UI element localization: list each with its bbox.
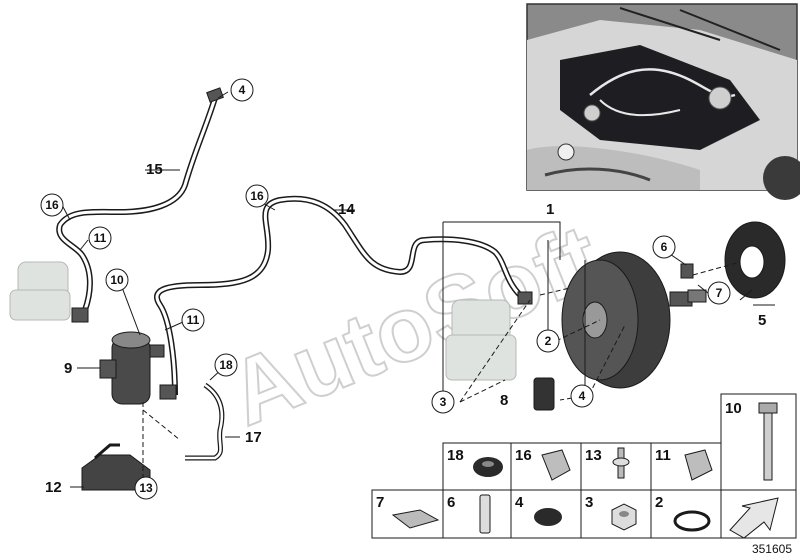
callout-11-left: 11 bbox=[88, 226, 112, 250]
vacuum-pump-9 bbox=[99, 331, 177, 405]
vehicle-location-photo bbox=[526, 3, 800, 200]
ghost-pump-left bbox=[9, 261, 71, 321]
callout-15: 15 bbox=[146, 161, 163, 178]
gasket-5 bbox=[724, 221, 786, 299]
svg-text:7: 7 bbox=[376, 494, 384, 511]
callout-4-top: 4 bbox=[230, 78, 254, 102]
diagram-number: 351605 bbox=[752, 542, 792, 556]
callout-9: 9 bbox=[64, 360, 72, 377]
svg-text:18: 18 bbox=[447, 447, 464, 464]
grid-cell-7: 7 bbox=[371, 489, 444, 539]
svg-text:16: 16 bbox=[250, 189, 264, 203]
svg-text:3: 3 bbox=[440, 395, 447, 409]
callout-13: 13 bbox=[134, 476, 158, 500]
callout-6: 6 bbox=[652, 235, 676, 259]
callout-17: 17 bbox=[245, 429, 262, 446]
svg-text:11: 11 bbox=[94, 231, 107, 245]
ghost-pump-right bbox=[445, 299, 517, 381]
callout-5: 5 bbox=[758, 312, 766, 329]
svg-text:6: 6 bbox=[661, 240, 668, 254]
vacuum-hose-14 bbox=[154, 195, 533, 396]
callout-10: 10 bbox=[105, 268, 129, 292]
svg-text:7: 7 bbox=[716, 286, 723, 300]
callout-8: 8 bbox=[500, 392, 508, 409]
grid-cell-11: 11 bbox=[650, 442, 722, 491]
callout-11-mid: 11 bbox=[181, 308, 205, 332]
svg-text:3: 3 bbox=[585, 494, 593, 511]
callout-circles: 4 16 11 10 16 11 18 13 6 7 2 3 4 bbox=[40, 78, 731, 500]
grid-cell-16: 16 bbox=[510, 442, 582, 491]
svg-text:16: 16 bbox=[45, 198, 59, 212]
pressure-sensor-8 bbox=[533, 377, 555, 411]
svg-text:10: 10 bbox=[110, 273, 124, 287]
svg-text:2: 2 bbox=[655, 494, 663, 511]
grid-cell-6: 6 bbox=[442, 489, 512, 539]
svg-text:18: 18 bbox=[219, 358, 233, 372]
callout-16-mid: 16 bbox=[245, 184, 269, 208]
svg-text:6: 6 bbox=[447, 494, 455, 511]
svg-text:4: 4 bbox=[515, 494, 524, 511]
svg-text:2: 2 bbox=[545, 334, 552, 348]
callout-14: 14 bbox=[338, 201, 355, 218]
callout-18: 18 bbox=[214, 353, 238, 377]
grid-cell-2: 2 bbox=[650, 489, 722, 539]
callout-7: 7 bbox=[707, 281, 731, 305]
clip-6 bbox=[680, 263, 694, 279]
svg-text:16: 16 bbox=[515, 447, 532, 464]
callout-16-left: 16 bbox=[40, 193, 64, 217]
svg-text:13: 13 bbox=[139, 481, 153, 495]
grid-cell-4: 4 bbox=[510, 489, 582, 539]
grid-cell-arrow bbox=[720, 489, 797, 539]
vacuum-hose-15 bbox=[56, 87, 224, 323]
grid-cell-3: 3 bbox=[580, 489, 652, 539]
parts-grid: 18 16 13 11 10 7 bbox=[371, 393, 797, 539]
svg-text:13: 13 bbox=[585, 447, 602, 464]
vacuum-hose-17 bbox=[185, 382, 225, 461]
svg-text:4: 4 bbox=[239, 83, 246, 97]
svg-text:10: 10 bbox=[725, 400, 742, 417]
callout-2: 2 bbox=[536, 329, 560, 353]
svg-text:11: 11 bbox=[187, 313, 200, 327]
grid-cell-18: 18 bbox=[442, 442, 512, 491]
callout-4-right: 4 bbox=[570, 384, 594, 408]
callout-labels: 15 14 1 5 9 17 12 8 bbox=[45, 161, 766, 496]
grid-cell-10: 10 bbox=[720, 393, 797, 491]
callout-3: 3 bbox=[431, 390, 455, 414]
svg-text:11: 11 bbox=[655, 447, 671, 464]
grid-cell-13: 13 bbox=[580, 442, 652, 491]
leader-lines bbox=[61, 91, 775, 488]
svg-text:4: 4 bbox=[579, 389, 586, 403]
callout-12: 12 bbox=[45, 479, 62, 496]
callout-1: 1 bbox=[546, 201, 554, 218]
